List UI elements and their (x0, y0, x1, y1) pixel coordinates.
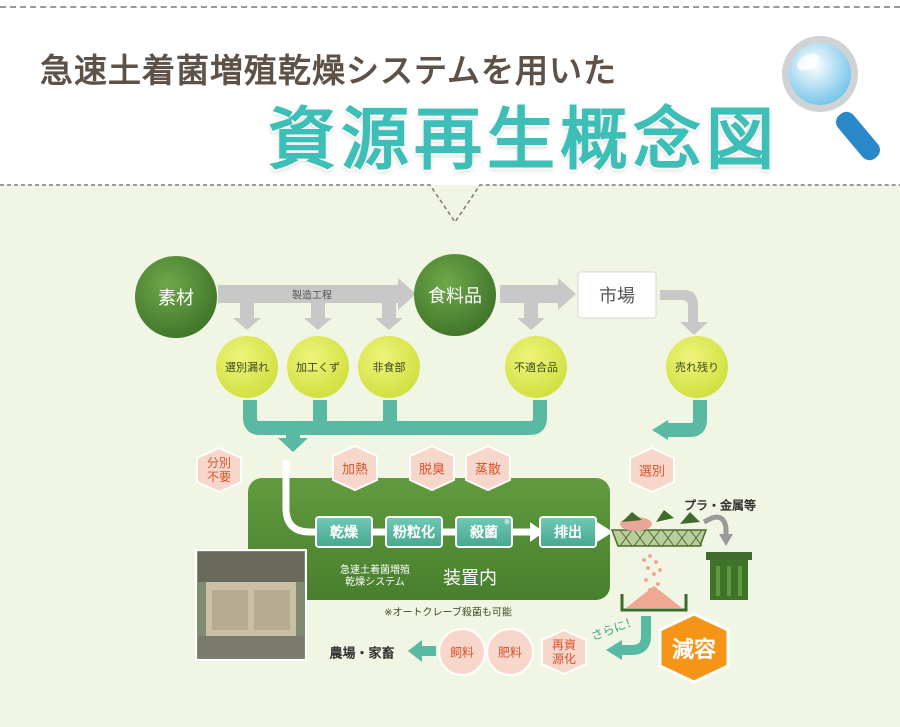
device-inside-label: 装置内 (443, 568, 497, 589)
circle-raw-material: 素材 (158, 288, 194, 309)
falling-particles (642, 554, 662, 592)
farm-arrow (420, 646, 436, 656)
plastic-metal-label: プラ・金属等 (683, 498, 757, 513)
process-steps (315, 516, 597, 548)
heading-subtitle: 急速土着菌増殖乾燥システムを用いた (40, 51, 618, 90)
circle-food-product: 食料品 (428, 286, 482, 307)
step-sterilize-mark: ※ (503, 517, 511, 527)
sorting-net (610, 510, 708, 547)
plastic-arrow (702, 514, 729, 536)
waste-sorting-leak: 選別漏れ (225, 361, 269, 374)
system-name: 急速土着菌増殖 乾燥システム (340, 565, 410, 588)
market-box (577, 271, 657, 319)
step-dry: 乾燥 (330, 525, 358, 541)
photo-machine (195, 549, 307, 661)
circle-fertilizer: 肥料 (497, 645, 523, 660)
inlet-path (282, 460, 320, 536)
badge-volume-reduction: 減容 (671, 638, 717, 663)
header-background (0, 0, 900, 185)
top-dashed-divider (0, 6, 900, 8)
badge-deodorize: 脱臭 (418, 462, 446, 478)
badge-sort: 選別 (638, 464, 666, 480)
badge-evaporate: 蒸散 (474, 462, 502, 478)
top-flow-arrows (218, 278, 708, 335)
exit-arrow (597, 522, 613, 542)
magnifier-icon (782, 36, 880, 161)
farm-livestock-label: 農場・家畜 (329, 646, 395, 662)
badge-no-sorting: 分別 不要 (206, 456, 232, 484)
circles (135, 254, 728, 676)
waste-nonconforming: 不適合品 (514, 361, 558, 374)
waste-unsold: 売れ残り (675, 361, 719, 374)
recycle-arrow (620, 616, 651, 655)
circle-feed: 飼料 (449, 645, 475, 660)
hexagon-badges (196, 444, 730, 684)
heading-title: 資源再生概念図 (268, 101, 780, 180)
collection-tray (620, 586, 688, 612)
step-granulate: 粉粒化 (393, 525, 435, 541)
step-sterilize: 殺菌 (470, 525, 498, 541)
badge-heating: 加熱 (341, 462, 369, 478)
process-label: 製造工程 (292, 290, 332, 302)
market-label: 市場 (599, 286, 635, 307)
waste-non-food-part: 非食部 (372, 361, 406, 374)
collector-lines (243, 400, 707, 452)
waste-processing-scrap: 加工くず (296, 361, 340, 374)
step-discharge: 排出 (554, 525, 582, 541)
trash-bin-icon (706, 552, 752, 600)
section-divider (0, 184, 900, 224)
autoclave-note: ※オートクレーブ殺菌も可能 (384, 607, 512, 619)
badge-recycle: 再資 源化 (551, 638, 577, 666)
